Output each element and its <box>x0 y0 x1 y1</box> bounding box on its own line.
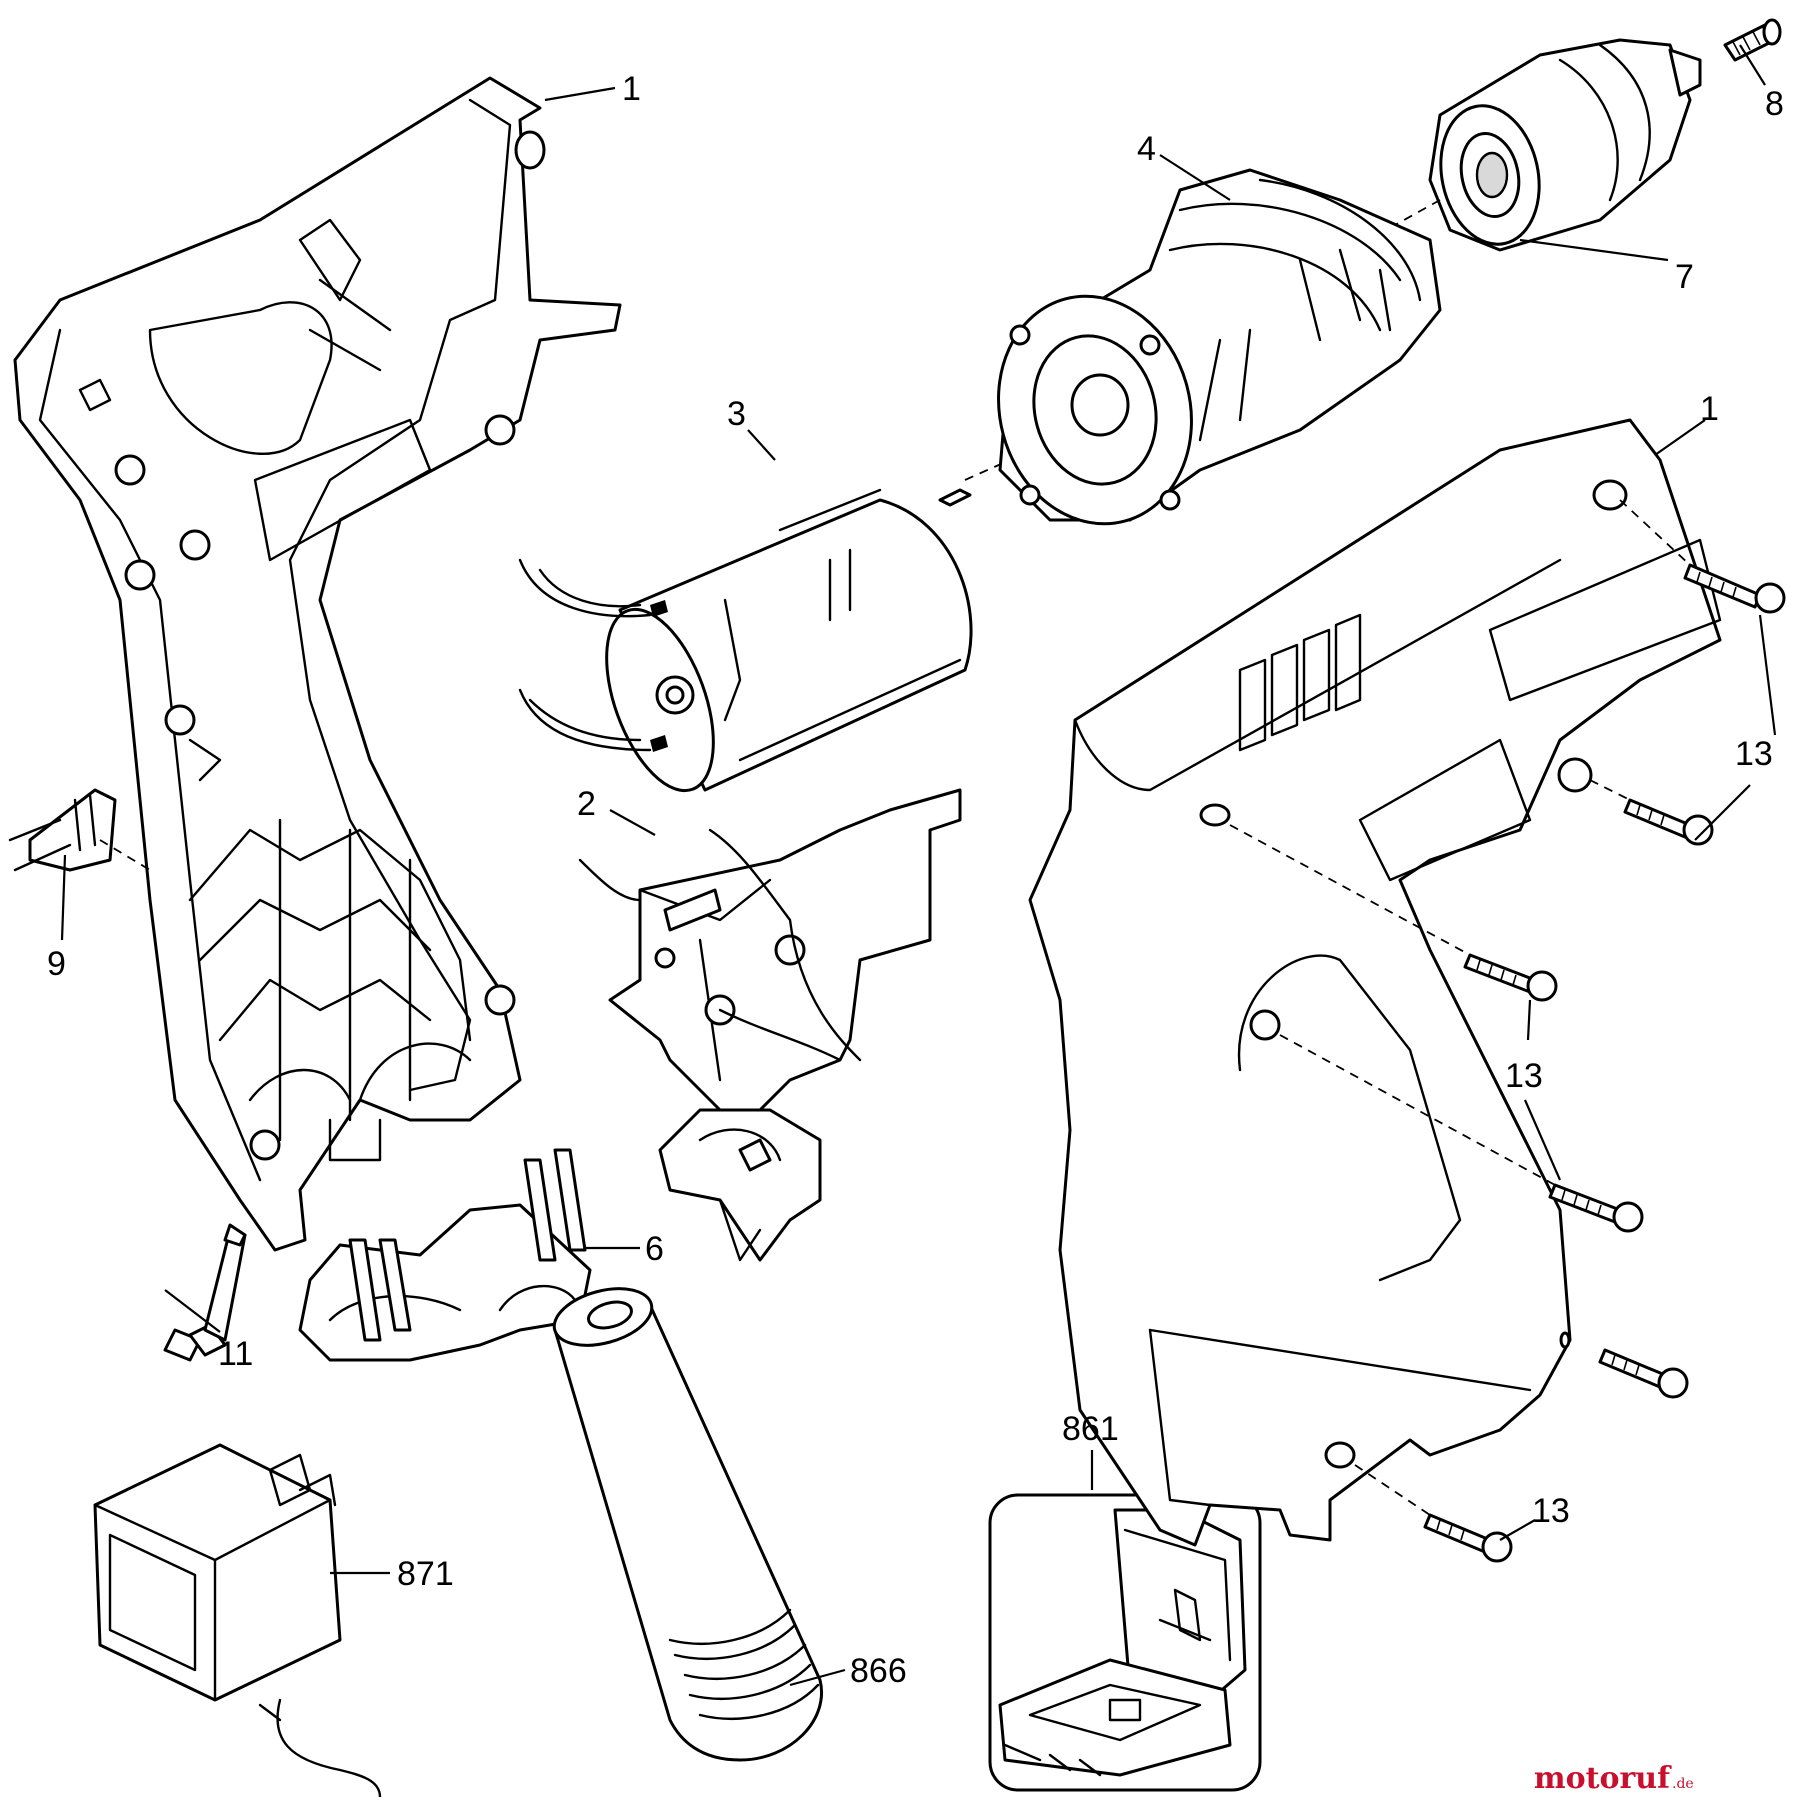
screw-lower-right <box>1598 1348 1689 1399</box>
callout-battery: 866 <box>850 1652 907 1690</box>
chuck <box>1394 38 1702 252</box>
right-housing-half <box>1028 418 1722 1547</box>
charger <box>93 1443 382 1799</box>
callout-case: 861 <box>1062 1410 1119 1448</box>
watermark: motoruf .de <box>1534 1761 1694 1796</box>
watermark-suffix: .de <box>1672 1776 1694 1792</box>
screw-lower-center <box>1279 1034 1644 1233</box>
callout-screw-b: 13 <box>1505 1057 1543 1095</box>
callout-housing-right: 1 <box>1700 390 1719 428</box>
callout-screw-a: 13 <box>1735 735 1773 773</box>
screw-mid-right <box>1589 779 1714 846</box>
leader-lines <box>60 44 1777 1687</box>
gearbox <box>997 168 1442 526</box>
callout-gearbox: 4 <box>1137 130 1156 168</box>
chuck-screw <box>1723 18 1782 62</box>
callout-screw-c: 13 <box>1532 1492 1570 1530</box>
callout-chuck: 7 <box>1675 258 1694 296</box>
callout-motor: 3 <box>727 395 746 433</box>
callout-charger: 871 <box>397 1555 454 1593</box>
battery-pack <box>552 1287 823 1762</box>
watermark-text: motoruf <box>1534 1761 1672 1796</box>
battery-cap <box>298 1148 592 1362</box>
screw-bottom <box>1354 1464 1513 1563</box>
left-housing-half <box>13 76 622 1252</box>
motor <box>518 459 1011 793</box>
callout-labels: 1 1 2 3 4 6 7 8 9 11 13 13 13 861 866 87… <box>47 70 1784 1690</box>
carry-case <box>988 1493 1262 1792</box>
screw-upper-right <box>1619 499 1786 614</box>
callout-battery-cap: 6 <box>645 1230 664 1268</box>
callout-bit: 11 <box>218 1335 253 1373</box>
callout-chuck-screw: 8 <box>1765 85 1784 123</box>
screw-center <box>1229 824 1558 1002</box>
switch <box>578 788 962 1262</box>
callout-switch: 2 <box>577 785 596 823</box>
callout-housing-left: 1 <box>622 70 641 108</box>
belt-clip <box>8 788 151 872</box>
screwdriver-bit <box>163 1223 247 1362</box>
callout-clip: 9 <box>47 945 66 983</box>
